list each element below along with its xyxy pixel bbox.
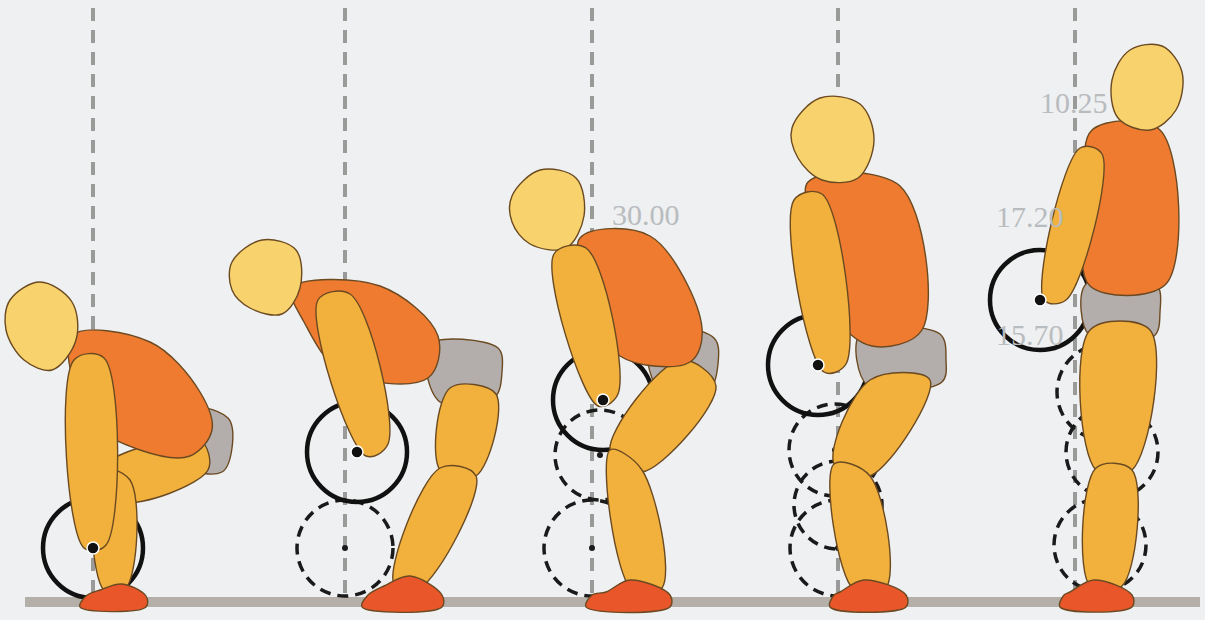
body-shoe [829,580,908,612]
lifter-figure [5,282,233,612]
body-shin [606,449,665,594]
lifter-figure [990,44,1183,612]
body-arm [552,245,620,407]
body-arm [65,354,117,551]
previous-bar-axis [342,545,348,551]
body-thigh [833,373,931,478]
lifter-figure [510,169,719,613]
body-thigh [1080,321,1157,476]
body-shoe [586,580,672,613]
lifter-figure [768,96,946,612]
previous-bar-axis [597,452,603,458]
body-shoe [362,576,444,612]
bar-axis [87,542,99,554]
body-arm [790,191,850,373]
body-shin [393,466,477,591]
body-shoe [1059,580,1134,612]
body-thigh [435,384,498,479]
previous-bar-axis [589,545,595,551]
body-shoe [80,584,148,612]
lifter-figure [229,240,502,613]
body-head [229,240,301,316]
body-head [1111,44,1183,130]
body-shin [830,462,891,594]
body-head [5,282,78,371]
body-head [791,96,874,182]
bar-axis [597,394,609,406]
watermark-number: 10.25 [1040,86,1108,120]
bar-axis [812,359,824,371]
previous-plate [297,500,393,596]
watermark-number: 17.20 [996,200,1064,234]
body-arm [316,291,390,457]
bar-axis [1034,294,1046,306]
watermark-number: 30.00 [612,198,680,232]
body-head [510,169,585,250]
bar-axis [351,446,363,458]
watermark-number: 15.70 [996,318,1064,352]
body-shin [1082,463,1138,591]
